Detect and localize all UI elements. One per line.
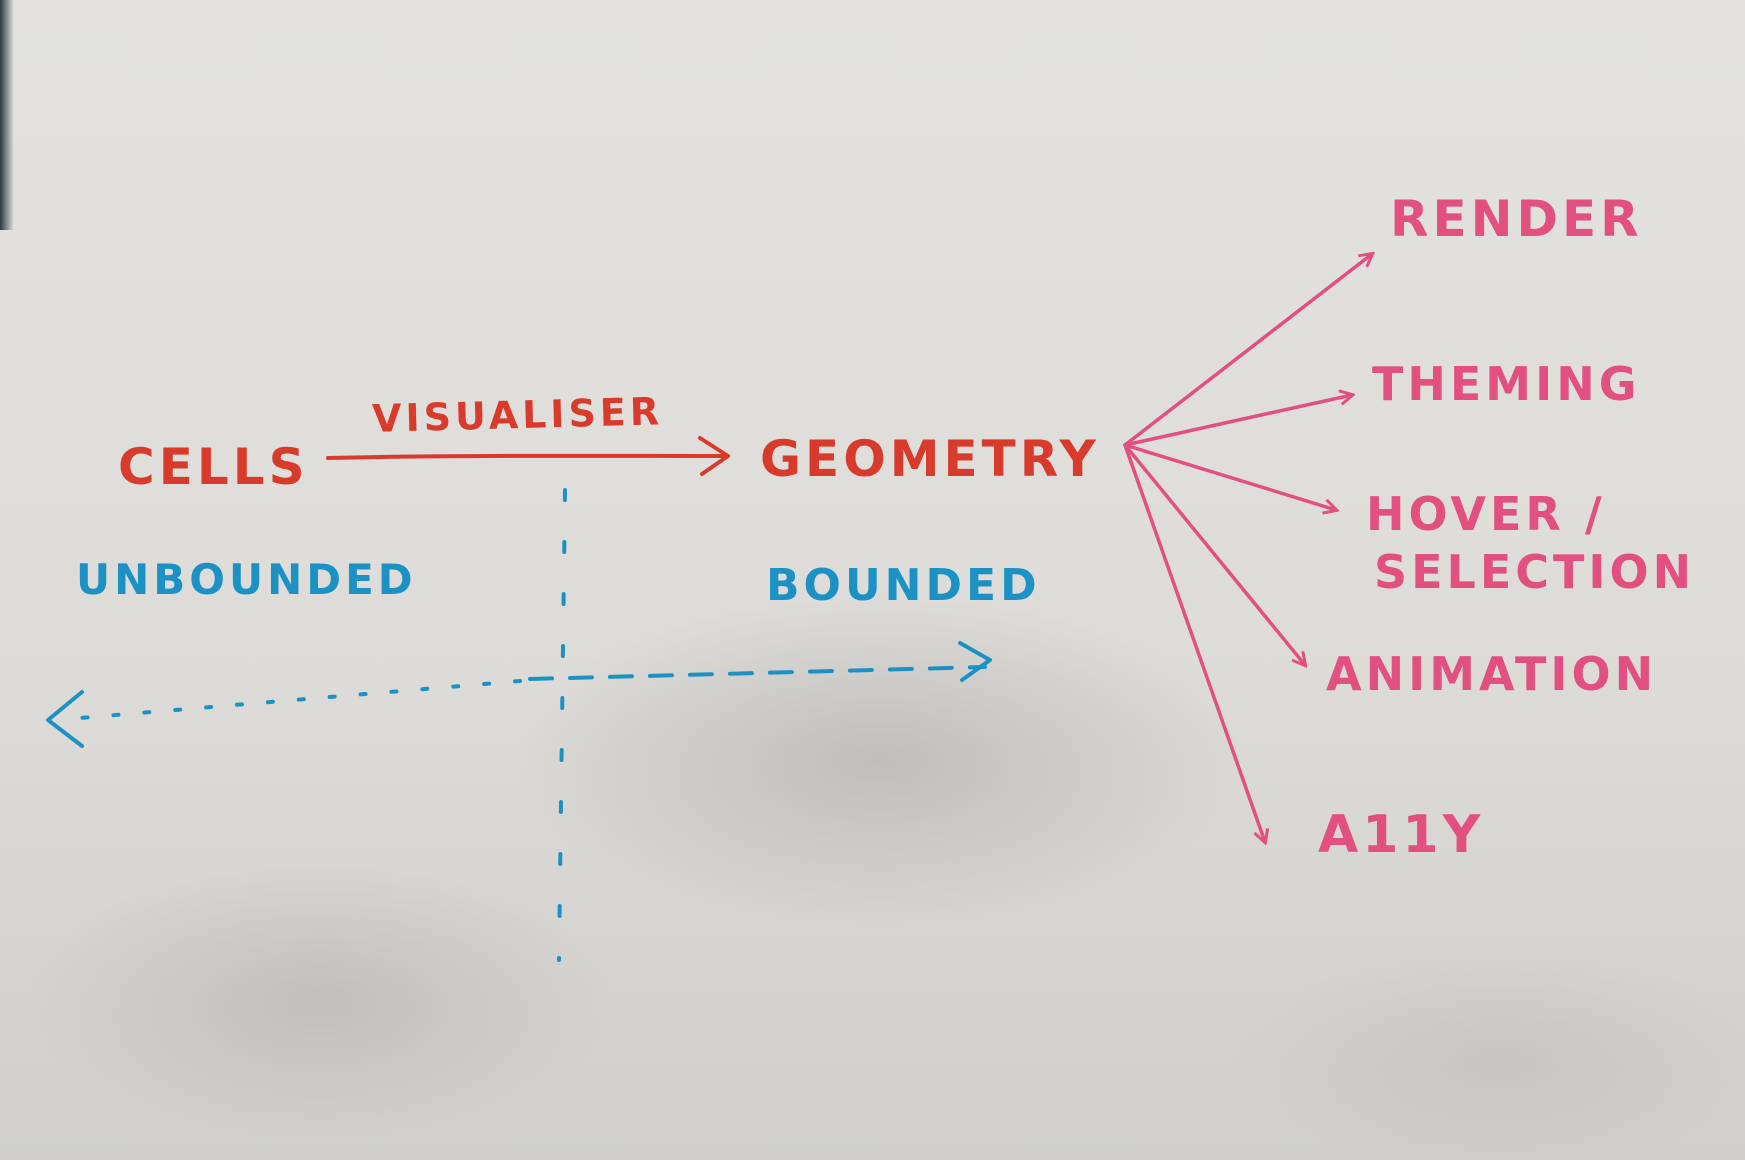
arrow-to-render — [1123, 254, 1372, 447]
arrow-to-a11y — [1123, 443, 1265, 842]
unbounded-arrow — [46, 679, 522, 748]
output-arrows — [1123, 254, 1372, 842]
unbounded-label: UNBOUNDED — [76, 555, 417, 604]
bounded-arrow — [528, 641, 992, 682]
a11y-label: A11Y — [1318, 805, 1484, 865]
vertical-divider — [557, 488, 567, 962]
hover-label-line1: HOVER / — [1366, 487, 1606, 541]
geometry-label: GEOMETRY — [760, 430, 1100, 488]
render-label: RENDER — [1390, 190, 1643, 248]
animation-label: ANIMATION — [1326, 647, 1657, 701]
visualiser-arrow — [326, 436, 730, 476]
bounded-label: BOUNDED — [766, 560, 1041, 611]
table-edge — [0, 0, 14, 230]
selection-label-line2: SELECTION — [1374, 545, 1695, 599]
visualiser-label: VISUALISER — [372, 389, 664, 441]
theming-label: THEMING — [1372, 357, 1640, 411]
arrow-to-animation — [1123, 443, 1305, 665]
cells-label: CELLS — [118, 438, 309, 496]
arrow-to-theming — [1123, 395, 1352, 447]
arrow-to-hover — [1123, 443, 1336, 510]
